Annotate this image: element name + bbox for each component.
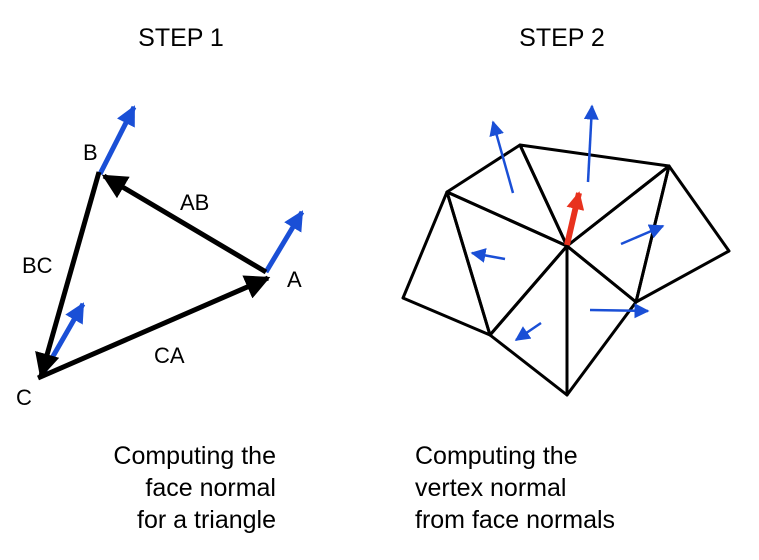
mesh-face-4 bbox=[565, 244, 638, 397]
caption-line: Computing the bbox=[113, 442, 276, 470]
mesh-face-2 bbox=[518, 143, 671, 248]
edge-vector-bc bbox=[35, 171, 102, 379]
vertex-label-a: A bbox=[287, 267, 302, 292]
face-normal-arrow bbox=[470, 248, 506, 263]
caption-line: Computing the bbox=[415, 442, 578, 470]
edge-label-ab: AB bbox=[180, 190, 209, 215]
step1-title: STEP 1 bbox=[138, 24, 224, 52]
step2-caption: Computing the vertex normal from face no… bbox=[415, 440, 675, 536]
mesh-face-7 bbox=[401, 190, 492, 337]
triangle-mesh bbox=[401, 143, 731, 397]
face-normal-arrow-a bbox=[263, 210, 305, 274]
vertex-label-b: B bbox=[83, 140, 98, 165]
mesh-face-1 bbox=[445, 143, 569, 248]
face-normal-arrow bbox=[489, 120, 515, 194]
caption-line: for a triangle bbox=[137, 506, 276, 534]
vertex-label-c: C bbox=[16, 385, 32, 410]
edge-vector-ab bbox=[101, 173, 268, 275]
face-normal-arrow bbox=[514, 321, 542, 342]
mesh-face-8 bbox=[634, 164, 731, 304]
face-normal-arrow bbox=[620, 224, 665, 246]
step1-caption: Computing the face normal for a triangle bbox=[60, 440, 276, 536]
caption-line: face normal bbox=[145, 474, 276, 502]
face-normal-arrow-b bbox=[97, 105, 137, 176]
caption-line: from face normals bbox=[415, 506, 616, 534]
vertex-normal-arrow bbox=[564, 191, 585, 246]
face-normal-arrow bbox=[583, 104, 599, 183]
face-normal-arrow bbox=[589, 303, 650, 319]
edge-label-bc: BC bbox=[22, 253, 53, 278]
step2-panel: STEP 2 bbox=[401, 24, 731, 397]
edge-vector-ca bbox=[37, 275, 271, 381]
caption-line: vertex normal bbox=[415, 474, 567, 502]
edge-label-ca: CA bbox=[154, 343, 185, 368]
step2-title: STEP 2 bbox=[519, 24, 605, 52]
face-normals bbox=[470, 104, 665, 342]
mesh-face-6 bbox=[445, 190, 569, 337]
step1-panel: STEP 1 B A C AB BC CA bbox=[16, 24, 305, 410]
